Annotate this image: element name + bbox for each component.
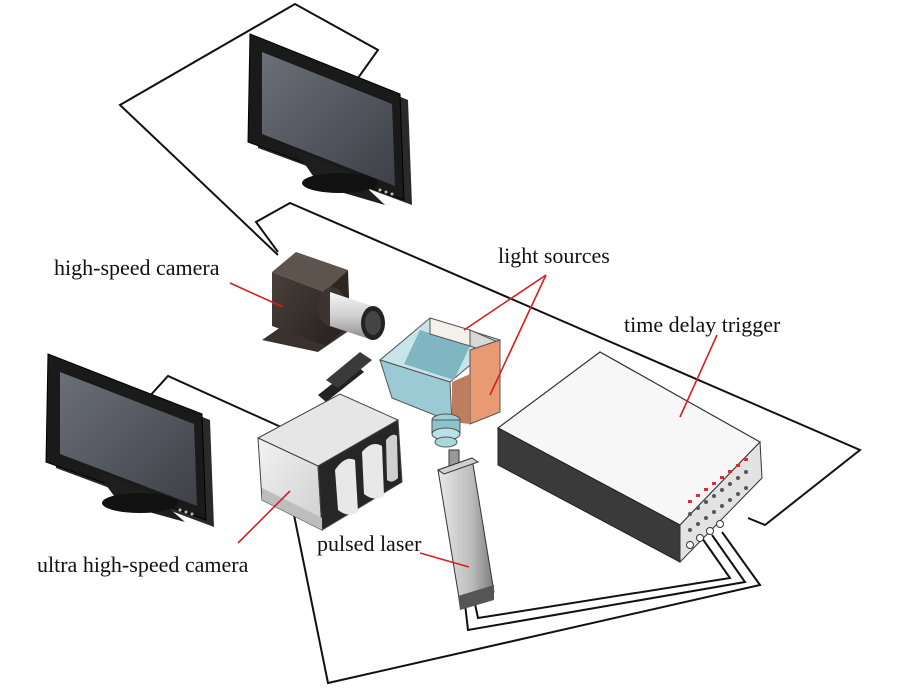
labels: high-speed camera light sources time del… [37, 243, 781, 577]
label-high-speed-camera: high-speed camera [54, 255, 220, 280]
trigger-connectors [686, 520, 724, 549]
wire-laser-to-trigger-b [474, 537, 732, 620]
leader-high-speed-camera [229, 282, 284, 308]
connection-wires [118, 2, 862, 685]
high-speed-camera [262, 252, 385, 352]
ultra-high-speed-camera [256, 352, 403, 531]
label-ultra-high-speed-camera: ultra high-speed camera [37, 552, 249, 577]
monitor-top [247, 33, 412, 205]
pulsed-laser [436, 449, 495, 610]
trigger-buttons [688, 470, 748, 532]
label-time-delay-trigger: time delay trigger [624, 312, 781, 337]
time-delay-trigger [496, 351, 763, 564]
monitor-left [45, 353, 214, 527]
trigger-display-leds [688, 458, 748, 503]
wire-camera-to-trigger [254, 201, 862, 527]
wire-laser-to-trigger-a [464, 534, 747, 632]
leader-time-delay-trigger [679, 334, 718, 418]
label-light-sources: light sources [498, 243, 610, 268]
wire-uhs-camera-to-trigger [292, 509, 762, 685]
label-pulsed-laser: pulsed laser [317, 531, 422, 556]
wire-left-monitor-to-uhs-camera [147, 374, 293, 433]
wire-top-monitor-to-camera [118, 2, 380, 256]
light-sources [378, 317, 502, 448]
leader-light-sources-b [489, 274, 547, 396]
leader-pulsed-laser [419, 552, 470, 568]
leader-light-sources-a [463, 274, 547, 331]
leader-lines [229, 274, 718, 568]
leader-ultra-high-speed-camera [237, 490, 291, 544]
